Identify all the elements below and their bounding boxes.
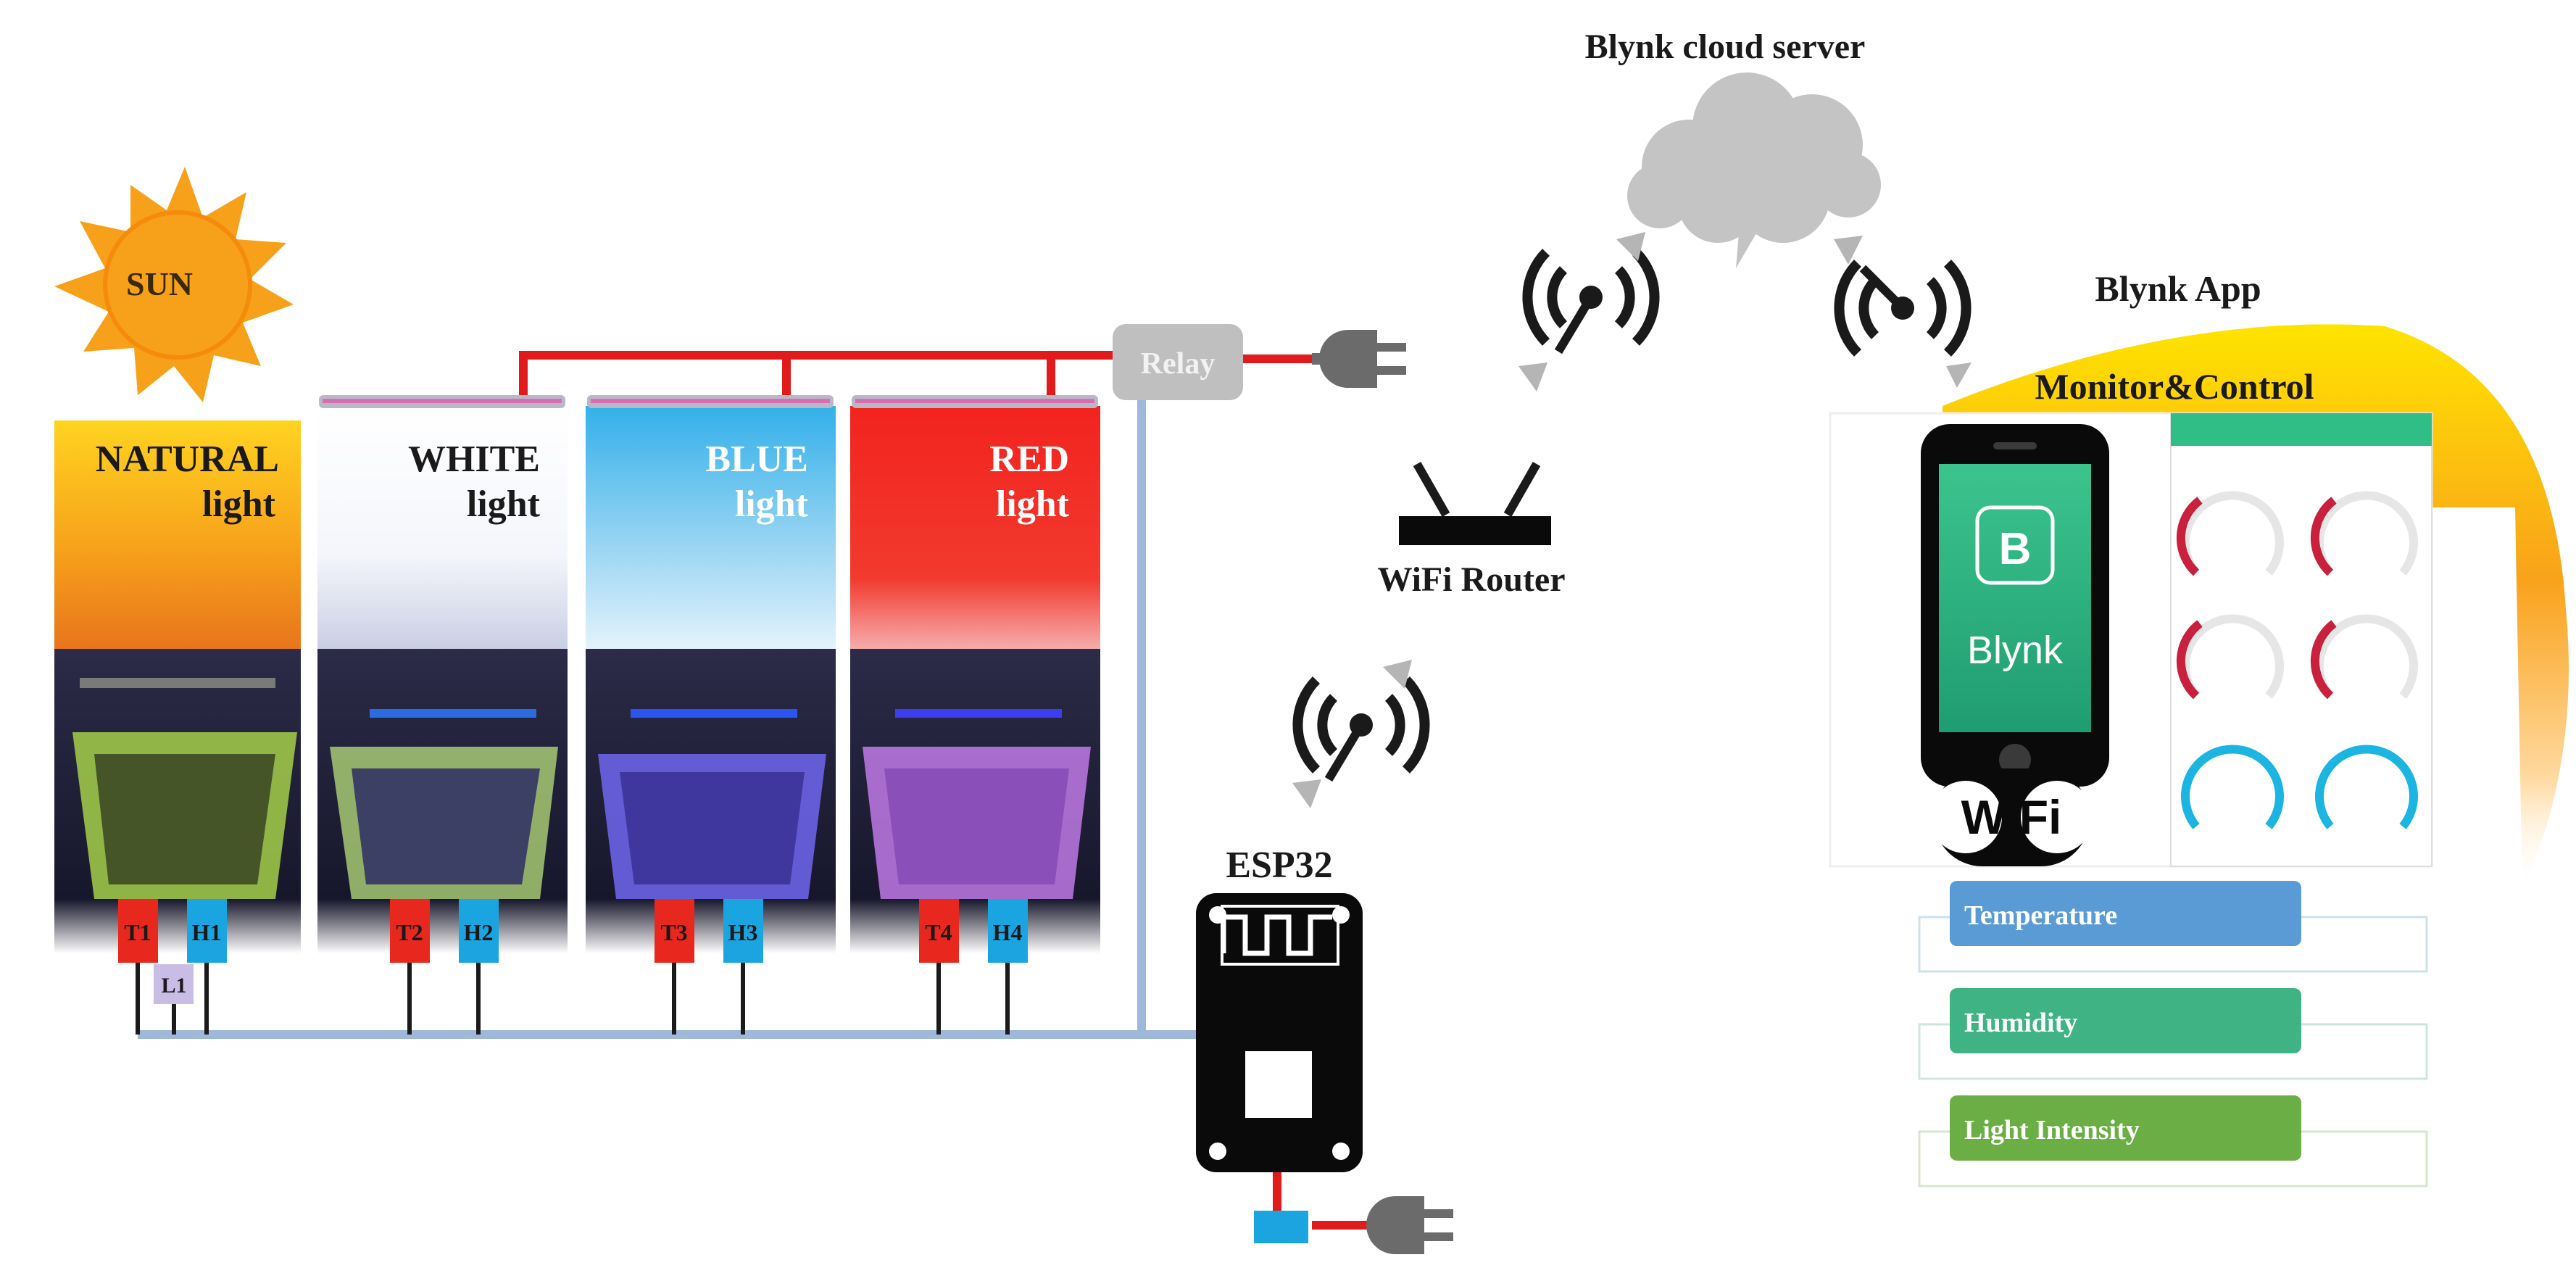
wifi-logo-icon: WiFi [1929,768,2093,866]
wifi-logo-text: WiFi [1961,790,2062,844]
sun-label: SUN [126,265,193,302]
sensor-h1-label: H1 [192,919,222,945]
blynk-app: Blynk App Monitor&Control B Blynk WiFi [1829,268,2569,1187]
data-bus [138,388,1196,1039]
cloud-server-label: Blynk cloud server [1585,28,1866,66]
sensor-t1: T1 [118,899,158,963]
chamber-blue: BLUE light [586,395,836,953]
sensor-t3: T3 [655,899,694,963]
sensor-h3: H3 [723,899,763,963]
chamber-white-subtitle: light [467,484,541,525]
panel-light-intensity: Light Intensity [1918,1095,2428,1187]
chamber-natural-title: NATURAL [96,439,279,480]
sensor-wires [136,961,1010,1035]
panel-humidity-label: Humidity [1964,1008,2077,1038]
power-lines [519,351,1370,1230]
app-dashboard [2170,413,2432,867]
chamber-red-title: RED [989,439,1069,480]
plug-icon-esp32 [1366,1196,1453,1254]
esp32-board: ESP32 [1196,845,1363,1243]
cloud-server-icon: Blynk cloud server [1585,28,1881,268]
sensor-t2-label: T2 [396,919,423,945]
chamber-natural-subtitle: light [202,484,276,525]
sensor-t4-label: T4 [925,919,952,945]
sensor-t4: T4 [919,899,959,963]
sensor-t3-label: T3 [660,919,687,945]
sensor-h1: H1 [187,899,227,963]
sensor-h3-label: H3 [728,919,758,945]
sensor-h4: H4 [988,899,1028,963]
sensor-l1: L1 [154,964,194,1004]
chamber-white: WHITE light [317,395,568,953]
chamber-red: RED light [850,395,1100,953]
chamber-natural: NATURAL light [54,420,301,953]
sensor-h2: H2 [459,899,499,963]
blynk-app-title: Blynk App [2095,268,2261,309]
panel-temperature-label: Temperature [1964,900,2117,931]
chamber-red-subtitle: light [996,484,1070,525]
wifi-signal-icon-router [1518,232,1660,391]
panel-light-intensity-label: Light Intensity [1964,1115,2140,1145]
blynk-logo-letter: B [1999,524,2032,574]
panel-humidity: Humidity [1918,988,2428,1080]
wifi-router-label: WiFi Router [1377,560,1565,599]
sensor-t1-label: T1 [124,919,151,945]
chamber-blue-title: BLUE [705,439,808,480]
panel-temperature: Temperature [1918,881,2428,973]
sensor-t2: T2 [390,899,430,963]
relay: Relay [1113,324,1243,400]
wifi-router-icon: WiFi Router [1377,462,1566,599]
sensor-l1-label: L1 [161,974,186,998]
sensor-h2-label: H2 [464,919,494,945]
sun-disc [103,210,252,360]
sensor-h4-label: H4 [993,919,1023,945]
sun: SUN [54,167,294,402]
chamber-blue-subtitle: light [735,484,809,525]
wifi-signal-icon-app [1834,236,1972,388]
esp32-label: ESP32 [1226,845,1332,886]
plug-icon [1312,330,1406,388]
blynk-app-banner: Monitor&Control [2035,366,2314,407]
chamber-white-title: WHITE [408,439,540,480]
phone-brand: Blynk [1967,629,2064,672]
wifi-signal-icon-esp [1292,660,1430,808]
relay-label: Relay [1141,347,1216,381]
